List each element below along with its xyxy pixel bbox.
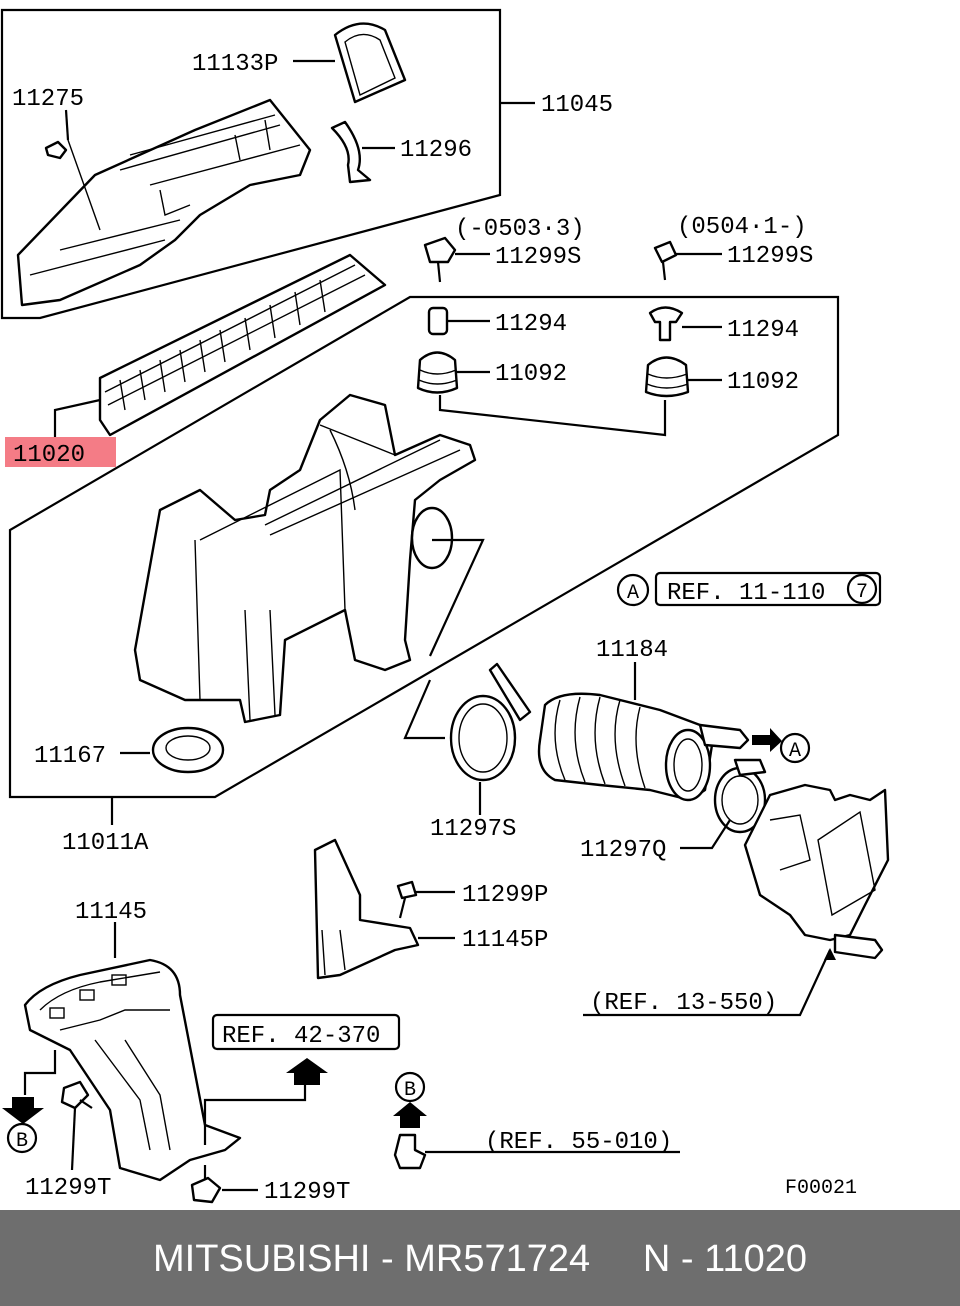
arrow-a-marker: A [789, 740, 801, 763]
bracket-11145-group [2, 922, 328, 1204]
b-marker-right-circle [394, 1071, 426, 1103]
air-filter-element-group [5, 253, 387, 467]
mounting-hardware-group [416, 236, 722, 437]
breather-nipple [698, 723, 750, 750]
air-cleaner-element-11020 [98, 253, 387, 437]
lower-case-group [120, 393, 485, 774]
collar-11294-right [648, 306, 684, 342]
grommet-11092-right [644, 356, 690, 398]
arrow-to-a [752, 728, 782, 752]
ref-11-110-number: 7 [856, 581, 868, 604]
footer-part-info: MITSUBISHI - MR571724 N - 11020 [153, 1238, 807, 1280]
ref-42-370-box [211, 1013, 401, 1051]
arrow-a-circle [779, 732, 811, 764]
bracket-11145 [23, 958, 242, 1182]
screw-11275 [44, 140, 68, 160]
label-11020: 11020 [13, 442, 85, 469]
throttle-body-group [583, 783, 890, 1017]
b-marker-left-circle [6, 1122, 38, 1154]
outlet-port [410, 506, 454, 570]
label-11299S-right: 11299S [727, 243, 813, 270]
label-ref-13-550: (REF. 13-550) [590, 990, 777, 1017]
label-11275: 11275 [12, 86, 84, 113]
hook-fastener [393, 1133, 427, 1170]
label-ref-55-010: (REF. 55-010) [485, 1129, 672, 1156]
bolt-11299T-bottom [190, 1176, 222, 1204]
bolt-11299S-left [423, 236, 457, 264]
ref-marker-a-circle [616, 573, 650, 607]
label-11294-right: 11294 [727, 317, 799, 344]
clip-11296 [330, 120, 372, 184]
bracket-11145P-group [313, 838, 455, 980]
label-11299T-left: 11299T [25, 1175, 111, 1202]
arrow-up-ref42 [286, 1058, 328, 1085]
footer-bar [0, 1210, 960, 1306]
label-11011A: 11011A [62, 830, 149, 857]
throttle-body [743, 783, 890, 942]
parts-diagram: A REF. 11-110 7 A REF. 42-370 B B 11133P… [0, 8, 890, 1206]
upper-case-group [0, 8, 535, 320]
air-cleaner-lower-case-11011A [133, 393, 477, 724]
arrow-down-b [2, 1097, 44, 1124]
arrow-to-throttle [824, 948, 836, 960]
label-11092-right: 11092 [727, 369, 799, 396]
label-11145P: 11145P [462, 927, 548, 954]
arrow-up-b [393, 1102, 427, 1128]
label-11299P: 11299P [462, 882, 548, 909]
ref-11-110-box [654, 571, 882, 607]
label-11299T-bottom: 11299T [264, 1179, 350, 1206]
intake-hose-group [449, 662, 782, 850]
label-11296: 11296 [400, 137, 472, 164]
hook-group [393, 1102, 680, 1170]
ref-11-110-label: REF. 11-110 [667, 580, 825, 607]
bolt-11299P [396, 880, 418, 900]
air-cleaner-upper-case [16, 98, 312, 307]
grommet-11167 [151, 726, 225, 774]
bolt-11299T-left [60, 1080, 90, 1110]
bracket-11145P [313, 838, 420, 980]
clamp-tab [733, 758, 767, 777]
label-11297Q: 11297Q [580, 837, 666, 864]
part-highlight-11020 [5, 437, 116, 467]
label-11299S-left: 11299S [495, 244, 581, 271]
figure-code: F00021 [785, 1177, 857, 1200]
hose-clamp-11297S [449, 694, 517, 782]
label-11092-left: 11092 [495, 361, 567, 388]
label-11133P: 11133P [192, 51, 278, 78]
ref-42-370-label: REF. 42-370 [222, 1023, 380, 1050]
label-11167: 11167 [34, 743, 106, 770]
bolt-11299S-right [653, 240, 678, 264]
clamp-screw [488, 662, 532, 722]
label-range-right: (0504·1-) [677, 214, 807, 241]
label-range-left: (-0503·3) [455, 216, 585, 243]
ref-marker-a: A [627, 582, 639, 605]
label-11184: 11184 [596, 637, 668, 664]
label-11145: 11145 [75, 899, 147, 926]
label-11297S: 11297S [430, 816, 516, 843]
b-marker-right: B [404, 1079, 416, 1102]
b-marker-left: B [16, 1130, 28, 1153]
label-11045: 11045 [541, 92, 613, 119]
throttle-pipe [833, 933, 884, 960]
label-11294-left: 11294 [495, 311, 567, 338]
collar-11294-left [427, 306, 449, 336]
